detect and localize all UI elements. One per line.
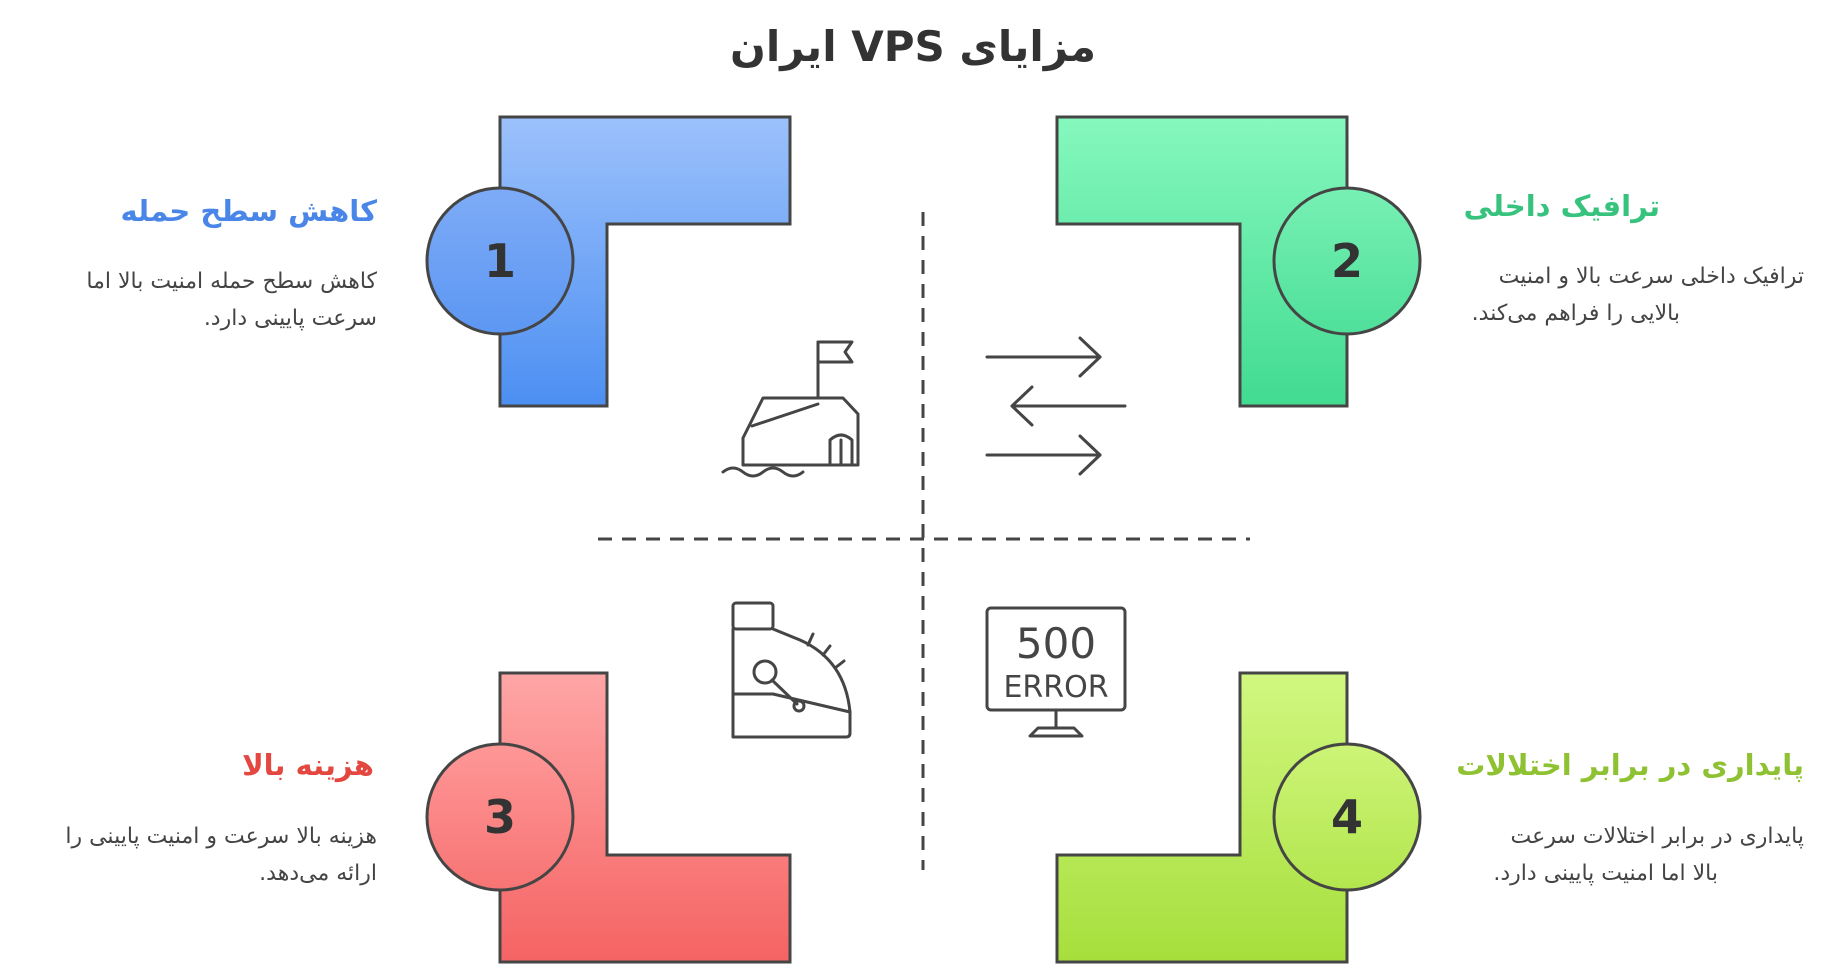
pressure-gauge-icon: [731, 601, 852, 739]
quadrant-4-circle: [1272, 742, 1422, 892]
quadrant-1-heading: کاهش سطح حمله: [120, 194, 377, 228]
quadrant-3-heading: هزینه بالا: [242, 748, 374, 782]
quadrant-2-heading: ترافیک داخلی: [1463, 189, 1660, 223]
quadrant-4-heading: پایداری در برابر اختلالات: [1456, 748, 1804, 782]
quadrant-4-number: 4: [1331, 790, 1363, 844]
quadrant-3-circle: [425, 742, 575, 892]
page-title: مزایای VPS ایران: [730, 22, 1096, 71]
quadrant-4-description-line-1: پایداری در برابر اختلالات سرعت: [1510, 824, 1804, 849]
quadrant-1-number: 1: [484, 234, 516, 288]
quadrant-1-description-line-2: سرعت پایینی دارد.: [203, 306, 377, 331]
quadrant-1-shape: [498, 115, 792, 408]
quadrant-1-circle: [425, 186, 575, 336]
quadrant-3-number: 3: [484, 790, 516, 844]
quadrant-2-description-line-1: ترافیک داخلی سرعت بالا و امنیت: [1498, 264, 1804, 289]
error-code-text: 500: [1016, 619, 1096, 668]
monitor-error-icon: 500 ERROR: [985, 606, 1127, 738]
quadrant-2-description-line-2: بالایی را فراهم می‌کند.: [1471, 301, 1680, 326]
quadrant-2-shape: [1055, 115, 1349, 408]
error-label-text: ERROR: [1003, 670, 1108, 705]
quadrant-2-number: 2: [1331, 234, 1363, 288]
quadrant-3-description-line-2: ارائه می‌دهد.: [259, 861, 377, 886]
exchange-arrows-icon: [985, 336, 1127, 476]
quadrant-1-description-line-1: کاهش سطح حمله امنیت بالا اما: [86, 269, 377, 294]
quadrant-3-description-line-1: هزینه بالا سرعت و امنیت پایینی را: [65, 824, 377, 849]
quadrant-4-shape: [1055, 671, 1349, 964]
quadrant-2-circle: [1272, 186, 1422, 336]
quadrant-4-description-line-2: بالا اما امنیت پایینی دارد.: [1493, 861, 1718, 886]
fortress-flag-icon: [721, 340, 860, 478]
quadrant-3-shape: [498, 671, 792, 964]
